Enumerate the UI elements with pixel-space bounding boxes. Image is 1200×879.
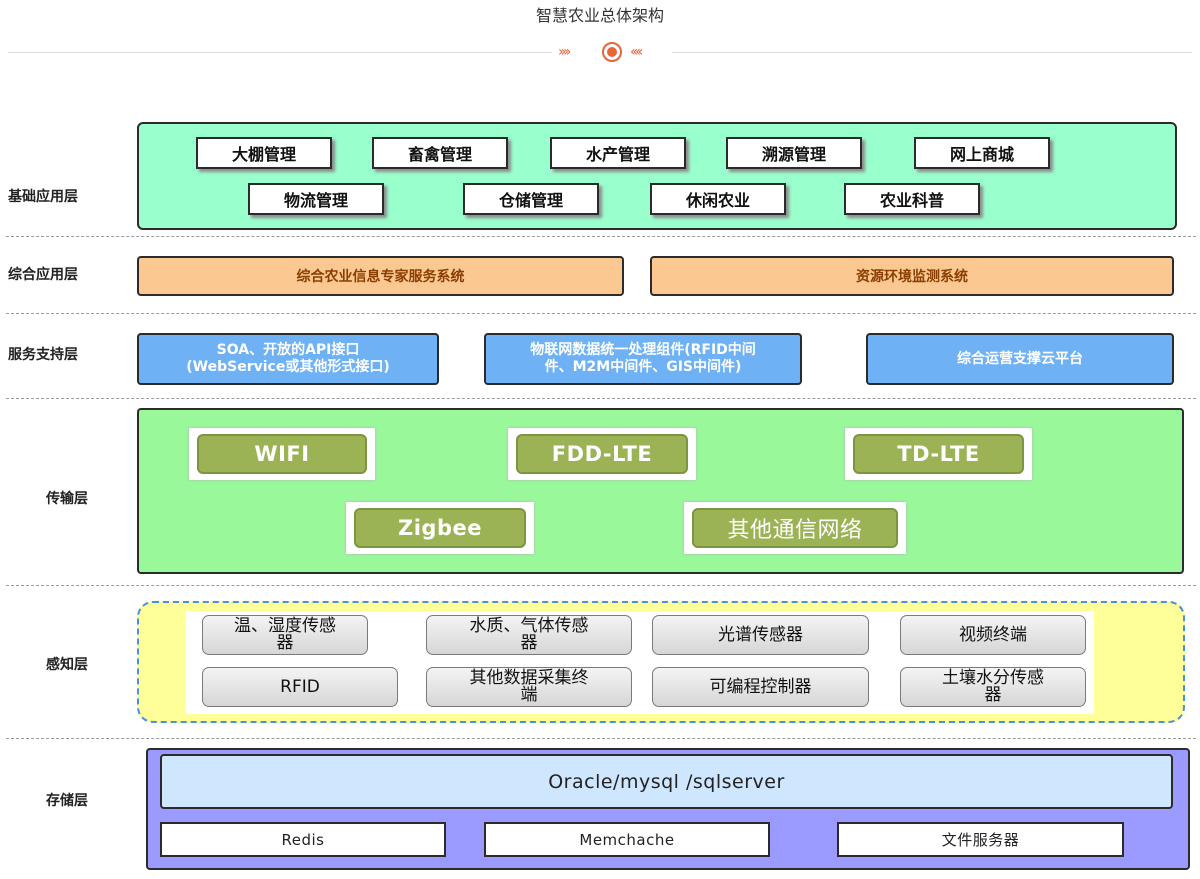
basic-module-box: 农业科普 (844, 183, 980, 215)
service-text-line: SOA、开放的API接口 (216, 342, 360, 358)
sensor-text-line: 端 (520, 685, 538, 705)
sensor-text-line: 可编程控制器 (709, 676, 812, 697)
layer-label-sensing: 感知层 (46, 657, 88, 673)
layer-label-transport: 传输层 (46, 491, 88, 507)
sensor-text-line: 水质、气体传感 (469, 616, 589, 636)
basic-module-box: 溯源管理 (726, 137, 862, 169)
storage-service-box: 文件服务器 (837, 822, 1124, 857)
integrated-system-box: 资源环境监测系统 (650, 256, 1174, 296)
sensor-text-line: 器 (276, 633, 294, 653)
layer-label-service: 服务支持层 (8, 347, 78, 363)
layer-label-basic: 基础应用层 (8, 189, 78, 205)
sensor-device: 其他数据采集终端 (426, 667, 632, 707)
service-text-line: (WebService或其他形式接口) (186, 359, 390, 375)
sensor-text-line: 光谱传感器 (718, 624, 803, 645)
network-zigbee: Zigbee (354, 508, 526, 548)
layer-divider (6, 236, 1196, 237)
basic-module-box: 大棚管理 (196, 137, 332, 169)
sensor-device: 光谱传感器 (652, 615, 869, 655)
network-wifi: WIFI (197, 434, 367, 474)
sensor-text-line: 器 (984, 685, 1002, 705)
sensor-text-line: RFID (280, 676, 320, 697)
layer-divider (6, 398, 1196, 399)
layer-divider (6, 585, 1196, 586)
basic-module-box: 水产管理 (550, 137, 686, 169)
sensor-device: 视频终端 (900, 615, 1086, 655)
service-text-line: 件、M2M中间件、GIS中间件) (544, 359, 742, 375)
service-component-box: 物联网数据统一处理组件(RFID中间 件、M2M中间件、GIS中间件) (484, 333, 802, 385)
basic-module-box: 物流管理 (248, 183, 384, 215)
title-divider-right (672, 52, 1192, 53)
sensor-device: 温、湿度传感器 (202, 615, 368, 655)
service-component-box: 综合运营支撑云平台 (866, 333, 1174, 385)
title-divider-left (8, 52, 552, 53)
layer-label-integrated: 综合应用层 (8, 267, 78, 283)
layer-label-storage: 存储层 (46, 793, 88, 809)
sensor-device: 土壤水分传感器 (900, 667, 1086, 707)
sensor-text-line: 器 (520, 633, 538, 653)
network-other: 其他通信网络 (692, 508, 898, 548)
service-text-line: 综合运营支撑云平台 (957, 350, 1083, 367)
basic-module-box: 畜禽管理 (372, 137, 508, 169)
sensor-device: 可编程控制器 (652, 667, 869, 707)
service-text-line: 物联网数据统一处理组件(RFID中间 (530, 342, 756, 358)
diagram-title: 智慧农业总体架构 (535, 6, 664, 25)
sensor-text-line: 其他数据采集终 (469, 668, 589, 688)
layer-divider (6, 738, 1196, 739)
storage-service-box: Redis (160, 822, 446, 857)
sensor-device: RFID (202, 667, 398, 707)
sensor-text-line: 温、湿度传感 (234, 616, 336, 636)
network-fdd-lte: FDD-LTE (516, 434, 688, 474)
layer-divider (6, 313, 1196, 314)
basic-module-box: 网上商城 (914, 137, 1050, 169)
sensor-device: 水质、气体传感器 (426, 615, 632, 655)
sensor-text-line: 视频终端 (959, 624, 1027, 645)
storage-service-box: Memchache (484, 822, 770, 857)
chevron-left-icon: ‹‹‹‹ (630, 44, 644, 60)
target-dot-center (607, 47, 617, 57)
basic-module-box: 休闲农业 (650, 183, 786, 215)
sensor-text-line: 土壤水分传感 (942, 668, 1044, 688)
chevron-right-icon: ›››› (558, 44, 572, 60)
integrated-system-box: 综合农业信息专家服务系统 (137, 256, 624, 296)
service-component-box: SOA、开放的API接口 (WebService或其他形式接口) (137, 333, 439, 385)
database-box: Oracle/mysql /sqlserver (160, 754, 1173, 809)
basic-module-box: 仓储管理 (463, 183, 599, 215)
network-td-lte: TD-LTE (853, 434, 1024, 474)
